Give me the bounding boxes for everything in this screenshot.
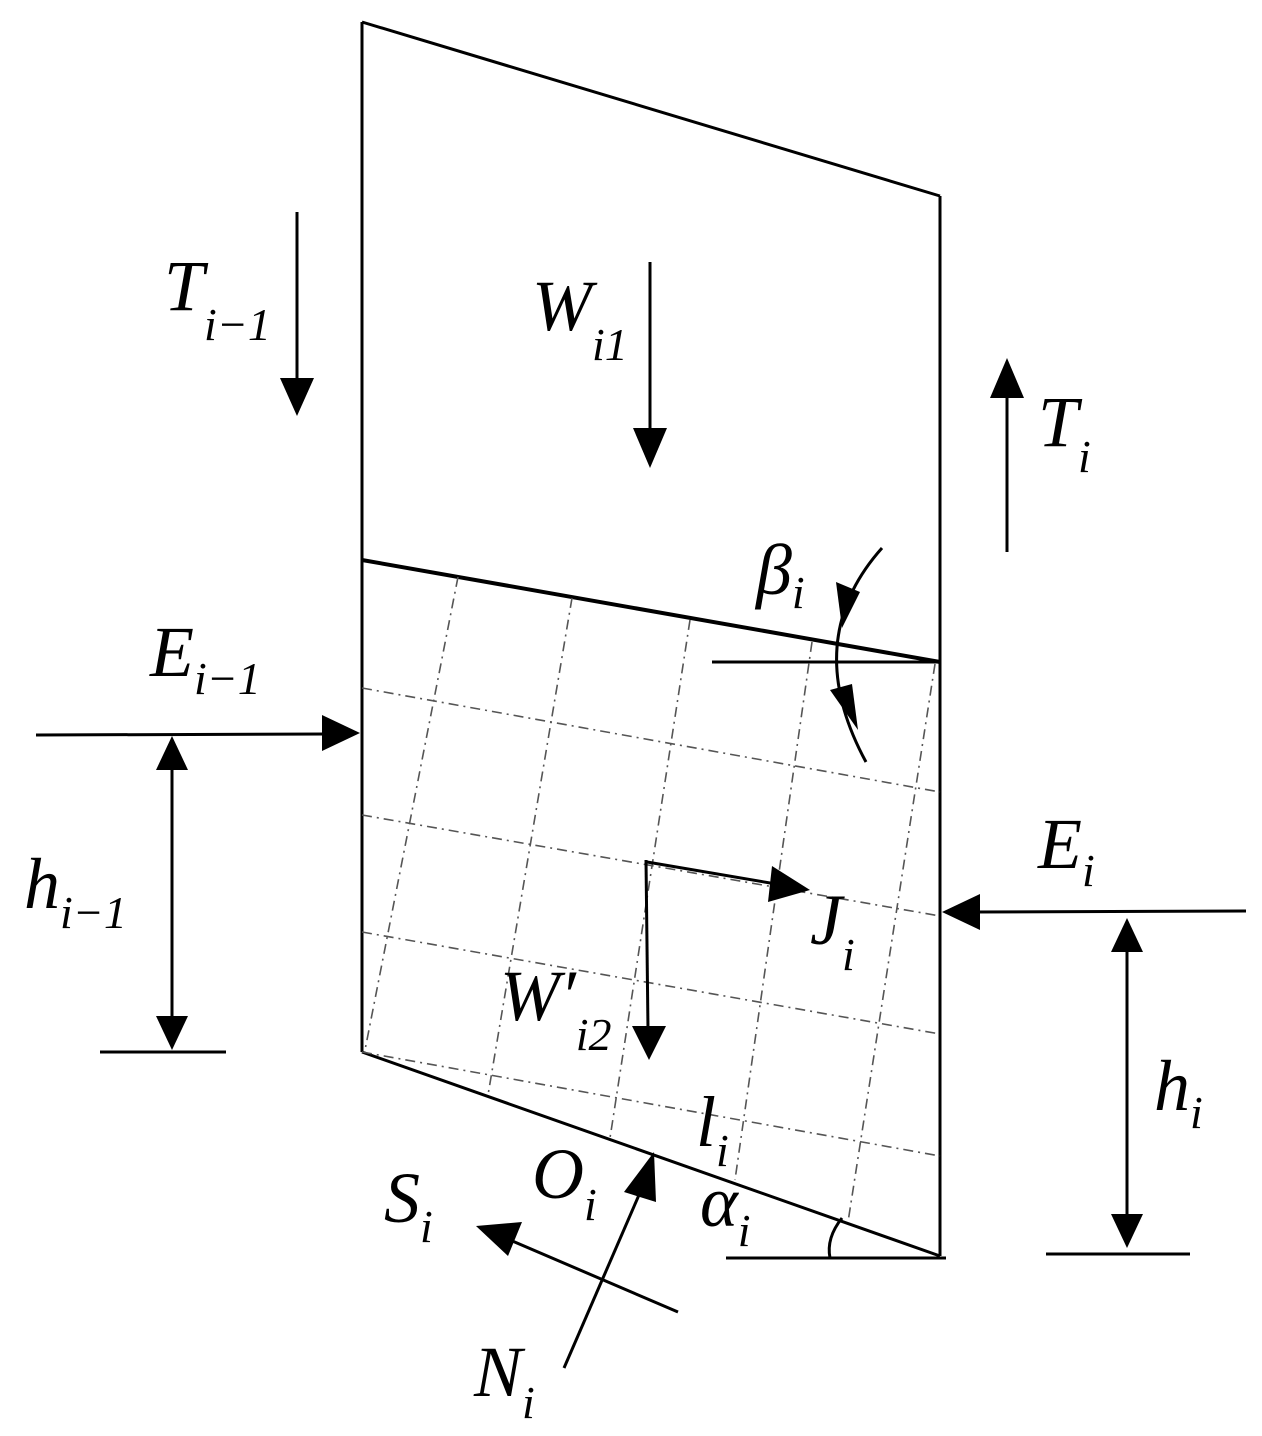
- force-N-arrow: [562, 1152, 656, 1369]
- grid-line: [364, 576, 459, 1051]
- beta-arc-head-top: [836, 582, 860, 628]
- label-J-i: Ji: [810, 880, 855, 980]
- label-T-prev: Ti−1: [164, 246, 271, 350]
- label-S-i: Si: [384, 1158, 433, 1252]
- grid-line: [361, 931, 941, 1035]
- label-W1: Wi1: [532, 266, 628, 370]
- grid-line: [361, 687, 941, 793]
- label-T-i: Ti: [1038, 382, 1091, 482]
- label-l-i: li: [696, 1082, 729, 1176]
- grid-line: [734, 641, 813, 1181]
- top-surface-line: [361, 20, 941, 198]
- force-T-i-arrow: [990, 358, 1024, 552]
- force-W1-arrow: [633, 262, 667, 468]
- force-J-arrow: [646, 860, 810, 902]
- submerged-zone-grid: [361, 576, 941, 1223]
- beta-angle-marker: [712, 547, 940, 763]
- grid-line: [361, 814, 941, 917]
- phreatic-line: [361, 558, 941, 664]
- slip-surface-line: [361, 1050, 941, 1258]
- grid-line: [361, 1051, 941, 1157]
- label-alpha: αi: [700, 1162, 751, 1256]
- force-W2-arrow: [632, 859, 666, 1060]
- dimension-h-prev: [100, 736, 226, 1054]
- alpha-angle-marker: [726, 1217, 946, 1260]
- label-E-prev: Ei−1: [149, 612, 261, 704]
- label-h-i: hi: [1154, 1046, 1203, 1138]
- beta-arc: [835, 547, 884, 763]
- label-O-i: Oi: [532, 1134, 597, 1230]
- dimension-h-i: [1046, 918, 1190, 1256]
- label-h-prev: hi−1: [24, 844, 127, 938]
- force-E-i-arrow: [942, 894, 1247, 930]
- force-E-prev-arrow: [35, 715, 360, 751]
- alpha-arc: [827, 1217, 844, 1259]
- labels: Ti−1 Wi1 Ti βi Ei−1 hi−1 Ei Ji W′i2 hi l…: [24, 246, 1203, 1428]
- grid-line: [609, 619, 691, 1139]
- label-E-i: Ei: [1037, 804, 1095, 896]
- force-S-arrow: [476, 1222, 679, 1314]
- label-beta: βi: [754, 530, 805, 618]
- force-T-prev-arrow: [280, 212, 314, 416]
- slice-outline: [360, 20, 942, 1258]
- label-N-i: Ni: [473, 1332, 535, 1428]
- label-W2: W′i2: [500, 956, 612, 1060]
- grid-line: [847, 663, 936, 1223]
- grid-line: [487, 597, 573, 1096]
- beta-arc-head-bottom: [830, 684, 858, 730]
